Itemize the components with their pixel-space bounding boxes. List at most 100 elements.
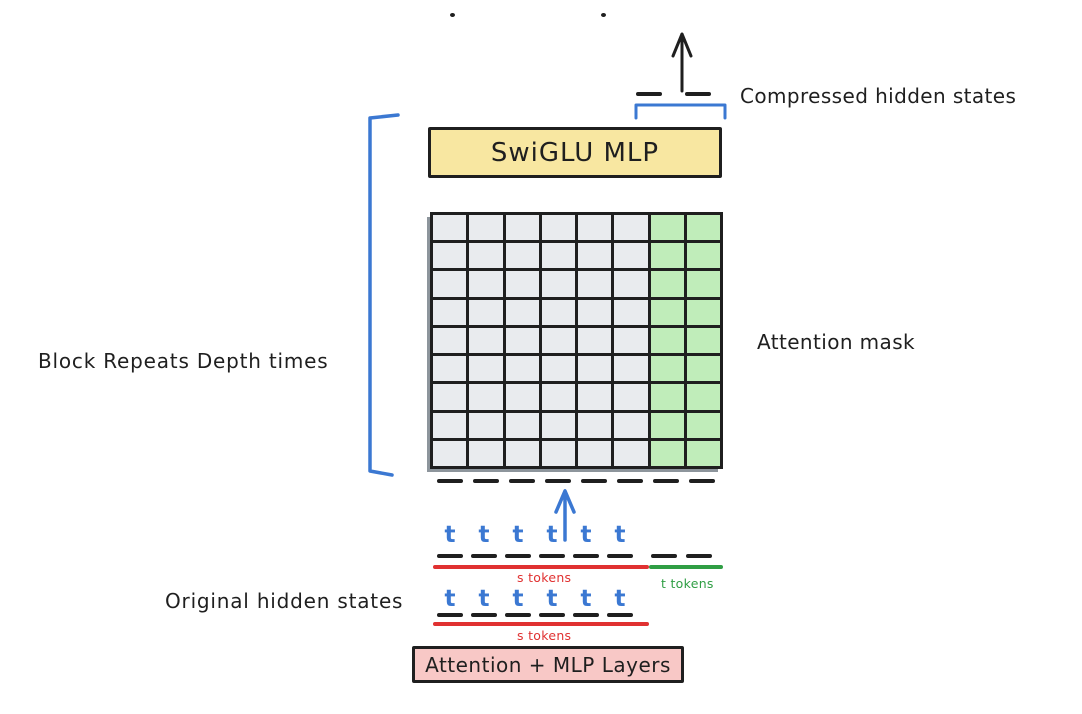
t-tokens-underline xyxy=(649,565,723,569)
token-row-1-extra-dashes xyxy=(651,554,712,558)
mask-cell xyxy=(469,215,503,241)
mask-cell-attend xyxy=(686,271,720,297)
mask-cell xyxy=(433,327,467,354)
mask-cell xyxy=(614,327,648,354)
token-dash xyxy=(686,554,712,558)
original-hidden-states-label: Original hidden states xyxy=(165,589,404,613)
mask-cell-attend xyxy=(686,440,720,466)
mask-cell-attend xyxy=(686,299,720,325)
mask-cell-attend xyxy=(650,299,684,325)
s-tokens-underline-2 xyxy=(433,622,649,626)
mask-cell xyxy=(541,384,575,410)
token-letter: t xyxy=(546,522,558,548)
token-dash xyxy=(689,479,715,483)
mask-cell xyxy=(505,440,539,466)
token-dash xyxy=(437,613,463,617)
mask-cell xyxy=(578,440,612,466)
mask-cell xyxy=(505,243,539,269)
token-dash xyxy=(607,554,633,558)
token-letter: t xyxy=(614,586,626,612)
mask-cell xyxy=(541,243,575,269)
mask-cell xyxy=(541,327,575,354)
t-tokens-label: t tokens xyxy=(661,576,714,591)
token-letter: t xyxy=(444,586,456,612)
mask-cell xyxy=(578,412,612,438)
token-dash xyxy=(437,479,463,483)
mask-cell xyxy=(614,384,648,410)
token-dash xyxy=(505,554,531,558)
token-letter: t xyxy=(580,586,592,612)
s-tokens-label-2: s tokens xyxy=(517,628,572,643)
mask-cell xyxy=(433,271,467,297)
mask-cell-attend xyxy=(686,243,720,269)
mask-cell-attend xyxy=(686,215,720,241)
token-dash xyxy=(573,613,599,617)
stray-dot xyxy=(601,13,606,17)
mask-cell xyxy=(578,299,612,325)
mask-cell xyxy=(614,356,648,382)
mask-cell xyxy=(433,440,467,466)
mask-cell xyxy=(469,327,503,354)
output-arrow-icon xyxy=(671,32,693,93)
swiglu-mlp-label: SwiGLU MLP xyxy=(490,137,660,168)
mask-cell-attend xyxy=(686,384,720,410)
token-dash xyxy=(509,479,535,483)
token-dash xyxy=(685,92,711,96)
mask-cell xyxy=(469,440,503,466)
token-letter: t xyxy=(614,522,626,548)
mask-cell-attend xyxy=(650,356,684,382)
mask-cell-attend xyxy=(650,271,684,297)
mask-cell xyxy=(469,271,503,297)
mask-cell xyxy=(505,412,539,438)
mask-cell xyxy=(505,327,539,354)
token-row-1-dashes xyxy=(437,554,633,558)
token-dash xyxy=(471,613,497,617)
mask-cell xyxy=(541,271,575,297)
mask-cell xyxy=(505,384,539,410)
mask-cell xyxy=(541,356,575,382)
mask-cell xyxy=(469,384,503,410)
token-dash xyxy=(539,613,565,617)
mask-cell xyxy=(505,215,539,241)
mask-cell-attend xyxy=(650,412,684,438)
mask-cell-attend xyxy=(686,412,720,438)
mask-cell xyxy=(578,215,612,241)
mask-cell xyxy=(614,299,648,325)
input-arrow-icon xyxy=(554,489,576,542)
attention-mlp-label: Attention + MLP Layers xyxy=(425,652,671,677)
mask-cell-attend xyxy=(650,384,684,410)
mask-cell xyxy=(433,384,467,410)
mask-cell xyxy=(541,299,575,325)
compressed-bracket xyxy=(634,103,727,120)
mask-cell xyxy=(578,243,612,269)
s-tokens-label: s tokens xyxy=(517,570,572,585)
token-letter: t xyxy=(512,522,524,548)
stray-dot xyxy=(450,13,455,17)
mask-cell-attend xyxy=(650,243,684,269)
mask-cell-attend xyxy=(650,327,684,354)
mask-cell xyxy=(433,299,467,325)
compressed-token-dashes xyxy=(636,92,711,96)
mask-cell xyxy=(578,384,612,410)
mask-cell xyxy=(505,271,539,297)
grid-input-dashes xyxy=(437,479,715,483)
mask-cell xyxy=(433,215,467,241)
mask-cell xyxy=(505,299,539,325)
mask-cell xyxy=(614,412,648,438)
attention-mask-grid xyxy=(430,212,723,469)
mask-cell xyxy=(578,271,612,297)
token-dash xyxy=(471,554,497,558)
mask-cell xyxy=(505,356,539,382)
block-repeats-label: Block Repeats Depth times xyxy=(38,349,329,373)
mask-cell xyxy=(469,356,503,382)
swiglu-mlp-box: SwiGLU MLP xyxy=(428,127,722,178)
token-dash xyxy=(651,554,677,558)
mask-cell xyxy=(433,356,467,382)
mask-cell-attend xyxy=(650,215,684,241)
token-dash xyxy=(636,92,662,96)
s-tokens-underline xyxy=(433,565,649,569)
mask-cell xyxy=(614,243,648,269)
